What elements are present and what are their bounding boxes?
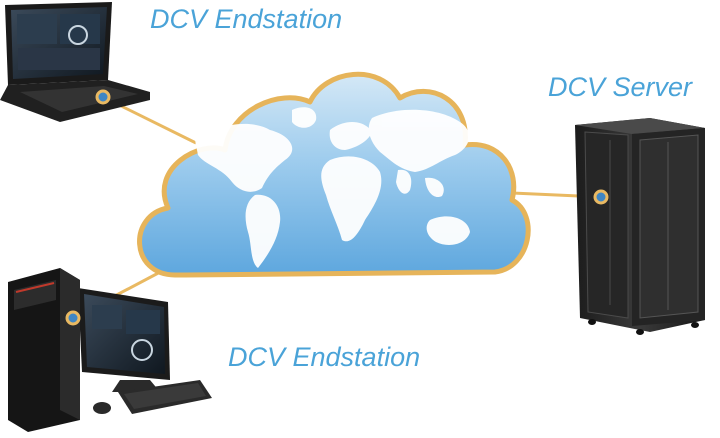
label-endstation-bottom: DCV Endstation <box>228 342 421 372</box>
server-rack-icon <box>575 118 705 335</box>
label-endstation-top: DCV Endstation <box>150 4 343 34</box>
cloud-world-map-icon <box>137 71 531 278</box>
server-port-dot <box>593 189 609 205</box>
laptop-icon <box>0 2 150 122</box>
node-dots <box>65 89 609 326</box>
desktop-workstation-icon <box>8 268 212 432</box>
desktop-port-dot <box>65 310 81 326</box>
laptop-port-dot <box>95 89 111 105</box>
label-server: DCV Server <box>548 72 693 102</box>
